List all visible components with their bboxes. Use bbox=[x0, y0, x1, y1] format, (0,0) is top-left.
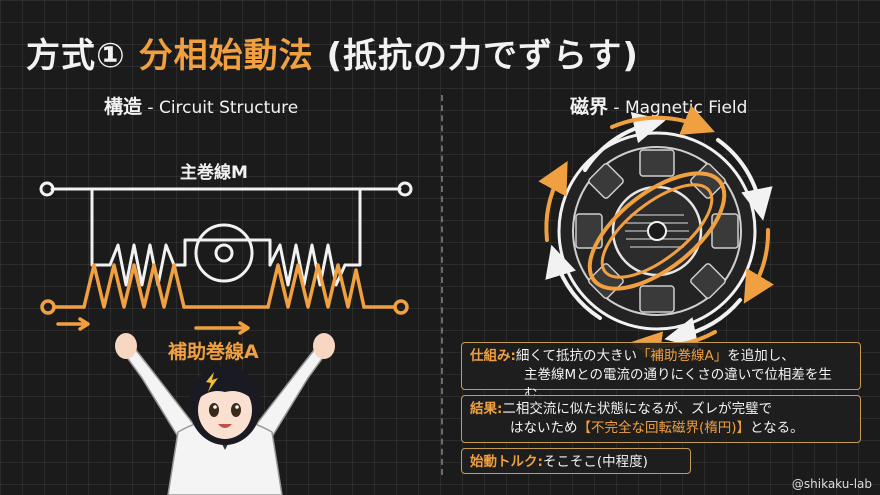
elliptical-field-inner bbox=[600, 183, 714, 279]
main-winding-label: 主巻線M bbox=[180, 163, 248, 183]
title-highlight: 分相始動法 bbox=[138, 36, 314, 76]
left-section-heading: 構造 - Circuit Structure bbox=[104, 92, 298, 119]
aux-winding-coil-left bbox=[82, 263, 186, 309]
mechanism-key: 仕組み: bbox=[470, 348, 516, 364]
presenter-character bbox=[115, 333, 335, 495]
aux-winding-label: 補助巻線A bbox=[168, 341, 259, 363]
result-line-2: はないため【不完全な回転磁界(楕円)】となる。 bbox=[470, 419, 852, 438]
current-arrow-middle-head bbox=[238, 321, 250, 335]
mechanism-line-1: 仕組み:細くて抵抗の大きい「補助巻線A」を追加し、 bbox=[470, 347, 852, 366]
motor-bracket bbox=[183, 238, 272, 267]
result-line2-post: となる。 bbox=[750, 420, 804, 436]
left-heading-main: 構造 bbox=[104, 96, 143, 118]
mechanism-info-box: 仕組み:細くて抵抗の大きい「補助巻線A」を追加し、 主巻線Mとの電流の通りにくさ… bbox=[461, 342, 861, 402]
result-key: 結果: bbox=[470, 401, 503, 417]
result-line-1: 結果:二相交流に似た状態になるが、ズレが完璧で bbox=[470, 400, 852, 419]
main-drop-right bbox=[343, 187, 362, 267]
motor-outer-ring bbox=[194, 223, 254, 283]
result-line2-highlight: 【不完全な回転磁界(楕円)】 bbox=[577, 420, 751, 436]
left-heading-sub: - Circuit Structure bbox=[142, 98, 299, 118]
motor-inner-ring bbox=[214, 243, 234, 263]
elliptical-field-outer bbox=[587, 171, 727, 291]
title-suffix: (抵抗の力でずらす) bbox=[313, 36, 639, 76]
stator-inner-ring bbox=[572, 146, 742, 316]
torque-key: 始動トルク: bbox=[470, 454, 543, 470]
torque-value: そこそこ(中程度) bbox=[542, 454, 648, 470]
mechanism-line1-post: を追加し、 bbox=[727, 348, 795, 364]
result-line1: 二相交流に似た状態になるが、ズレが完璧で bbox=[502, 401, 773, 417]
right-heading-main: 磁界 bbox=[570, 96, 609, 118]
section-divider bbox=[441, 95, 443, 475]
aux-terminal-left bbox=[40, 299, 56, 315]
rotation-arrows-white bbox=[545, 112, 773, 349]
title-main: 方式① bbox=[26, 36, 139, 76]
aux-terminal-right bbox=[393, 299, 409, 315]
main-terminal-right bbox=[397, 181, 413, 197]
current-arrow-left-head bbox=[78, 317, 90, 331]
mechanism-line1-pre: 細くて抵抗の大きい bbox=[515, 348, 638, 364]
rotor-shaft bbox=[647, 221, 667, 241]
aux-winding-coil-right bbox=[266, 263, 366, 309]
main-winding-coil-left bbox=[108, 243, 187, 287]
result-info-box: 結果:二相交流に似た状態になるが、ズレが完璧で はないため【不完全な回転磁界(楕… bbox=[461, 395, 861, 443]
page-title: 方式① 分相始動法 (抵抗の力でずらす) bbox=[26, 28, 639, 77]
mechanism-line1-highlight: 「補助巻線A」 bbox=[637, 348, 728, 364]
torque-info-box: 始動トルク:そこそこ(中程度) bbox=[461, 448, 691, 474]
main-terminal-left bbox=[39, 181, 55, 197]
credit-handle: @shikaku-lab bbox=[791, 477, 872, 491]
result-line2-pre: はないため bbox=[510, 420, 578, 436]
main-drop-left bbox=[90, 187, 112, 267]
main-winding-coil-right bbox=[268, 243, 347, 287]
